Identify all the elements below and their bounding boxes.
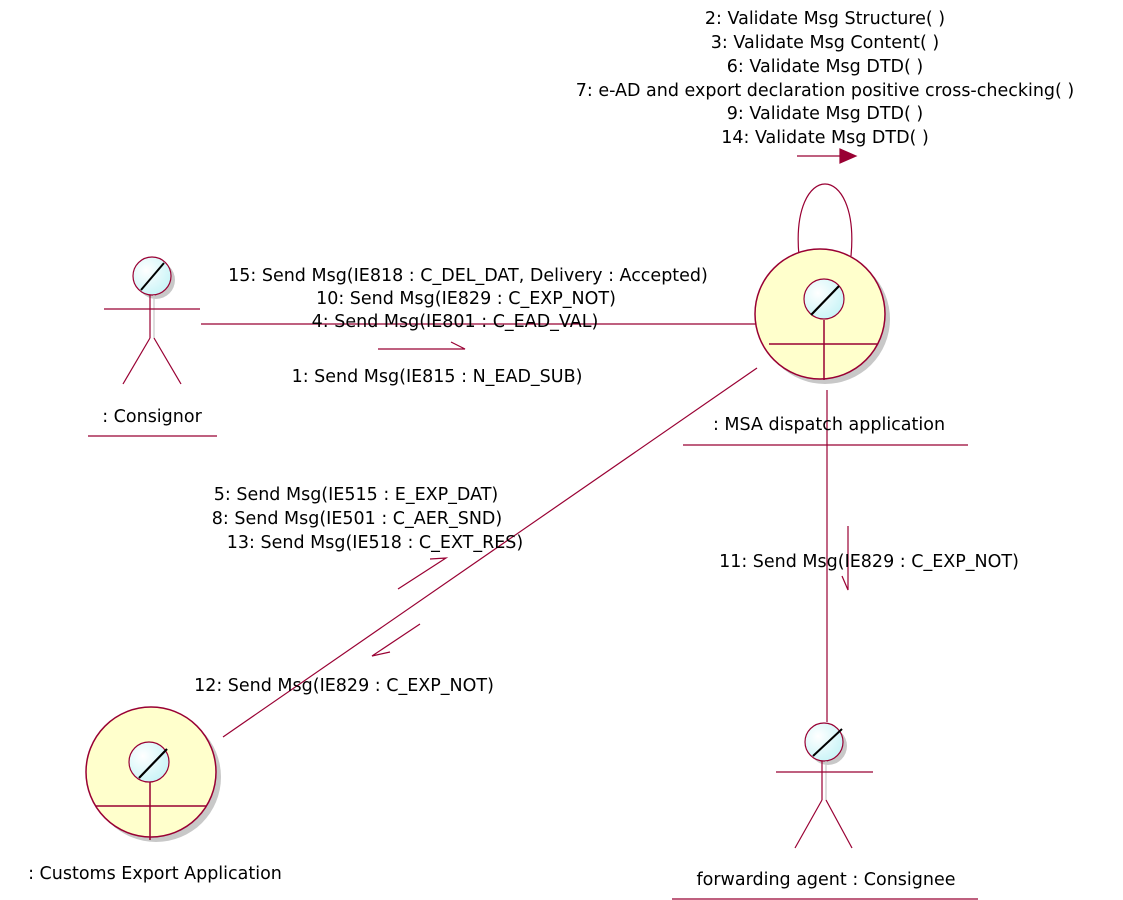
consignor-to-msa-message: 1: Send Msg(IE815 : N_EAD_SUB) <box>292 367 583 387</box>
message-label: 6: Validate Msg DTD( ) <box>727 57 923 77</box>
consignee-head <box>804 722 844 762</box>
arrow-customs-to-msa <box>397 557 449 590</box>
customs-head-mark <box>138 748 168 779</box>
msa-head <box>803 278 845 320</box>
msa-boundary-object[interactable]: : MSA dispatch application <box>683 248 968 446</box>
self-loop-arrowhead <box>839 148 858 164</box>
consignee-actor[interactable]: forwarding agent : Consignee <box>672 722 978 900</box>
message-label: 3: Validate Msg Content( ) <box>711 33 939 53</box>
message-label: 10: Send Msg(IE829 : C_EXP_NOT) <box>316 289 616 309</box>
customs-head <box>128 741 170 783</box>
customs-boundary-object[interactable]: : Customs Export Application <box>28 706 282 884</box>
consignee-head-mark <box>812 728 843 757</box>
arrow-consignor-to-msa <box>378 341 466 350</box>
link-msa-customs <box>222 367 758 738</box>
message-arrows <box>371 148 858 657</box>
message-label: 5: Send Msg(IE515 : E_EXP_DAT) <box>214 485 498 505</box>
message-label: 14: Validate Msg DTD( ) <box>721 128 929 148</box>
consignor-head-mark <box>140 262 165 291</box>
consignor-label: : Consignor <box>102 407 202 427</box>
self-loop-messages: 2: Validate Msg Structure( ) 3: Validate… <box>576 9 1075 148</box>
message-label: 13: Send Msg(IE518 : C_EXT_RES) <box>227 533 523 553</box>
customs-to-msa-messages: 5: Send Msg(IE515 : E_EXP_DAT) 8: Send M… <box>212 485 523 553</box>
self-loop-link <box>797 183 853 257</box>
customs-label: : Customs Export Application <box>28 864 282 884</box>
consignor-actor[interactable]: : Consignor <box>88 256 217 437</box>
message-label: 15: Send Msg(IE818 : C_DEL_DAT, Delivery… <box>228 266 708 286</box>
msa-to-customs-message: 12: Send Msg(IE829 : C_EXP_NOT) <box>194 676 494 696</box>
message-label: 4: Send Msg(IE801 : C_EAD_VAL) <box>312 312 599 332</box>
message-label: 8: Send Msg(IE501 : C_AER_SND) <box>212 509 502 529</box>
msa-head-mark <box>810 285 840 316</box>
arrow-msa-to-customs <box>371 623 421 657</box>
msa-label: : MSA dispatch application <box>713 415 945 435</box>
message-label: 9: Validate Msg DTD( ) <box>727 104 923 124</box>
msa-to-consignee-message: 11: Send Msg(IE829 : C_EXP_NOT) <box>719 552 1019 572</box>
arrow-msa-to-consignee <box>841 526 849 591</box>
message-label: 7: e-AD and export declaration positive … <box>576 81 1075 101</box>
message-label: 2: Validate Msg Structure( ) <box>705 9 945 29</box>
msa-to-consignor-messages: 15: Send Msg(IE818 : C_DEL_DAT, Delivery… <box>228 266 708 332</box>
consignee-label: forwarding agent : Consignee <box>696 870 955 890</box>
